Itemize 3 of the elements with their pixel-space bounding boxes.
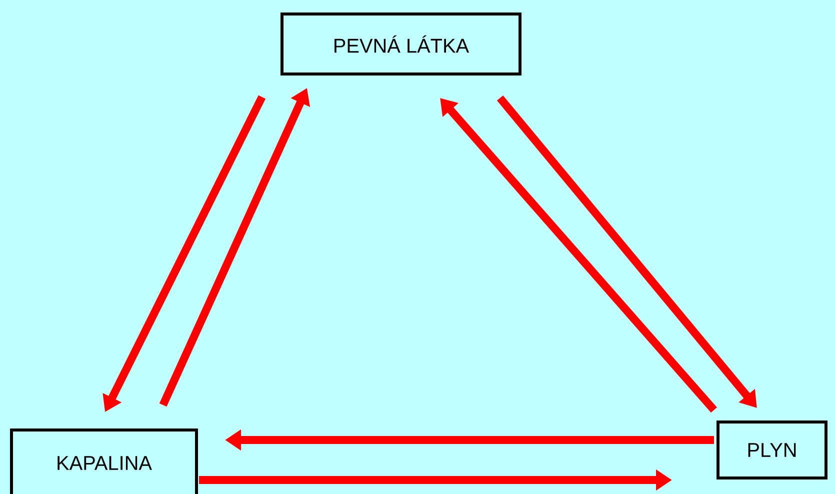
state-box: KAPALINA — [10, 428, 198, 494]
state-box: PEVNÁ LÁTKA — [280, 12, 522, 76]
state-box: PLYN — [716, 420, 828, 480]
